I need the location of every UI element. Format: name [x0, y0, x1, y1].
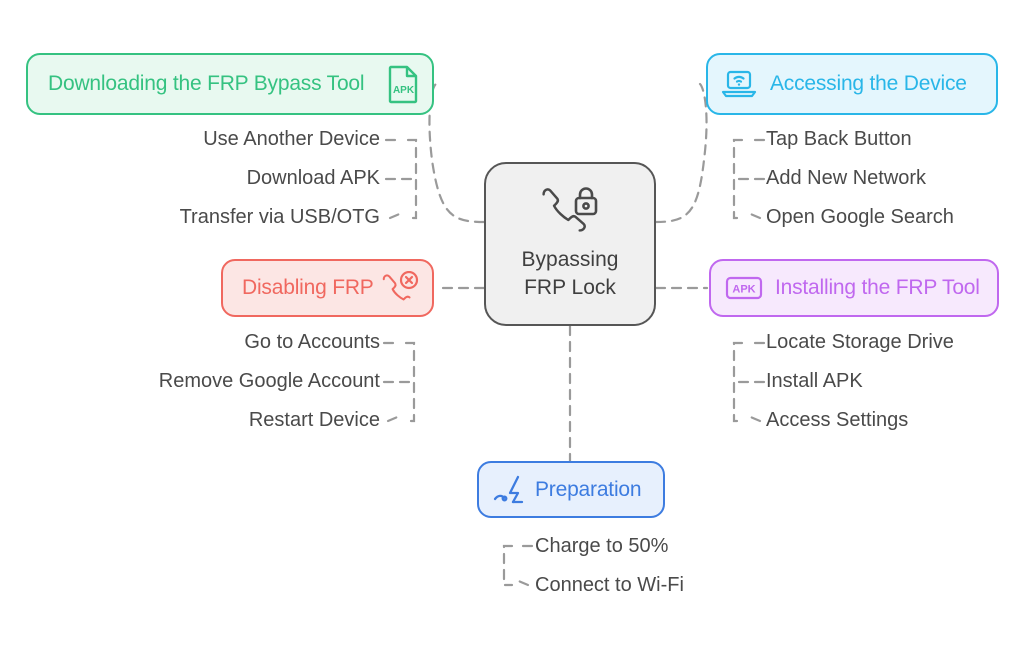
charging-plug-icon	[492, 473, 526, 507]
leaf-item: Access Settings	[766, 409, 909, 431]
tick-disabling-3	[386, 413, 404, 423]
branch-node-accessing[interactable]: Accessing the Device	[706, 53, 998, 115]
leaf-item: Locate Storage Drive	[766, 331, 954, 353]
leaf-item: Connect to Wi-Fi	[535, 574, 684, 596]
branch-label-preparation: Preparation	[535, 477, 642, 501]
tick-accessing-3	[744, 210, 762, 220]
branch-node-disabling[interactable]: Disabling FRP	[221, 259, 434, 317]
phone-lock-icon	[538, 186, 602, 237]
bracket-disabling	[404, 341, 416, 423]
center-node[interactable]: Bypassing FRP Lock	[484, 162, 656, 326]
branch-label-installing: Installing the FRP Tool	[775, 276, 980, 299]
leaf-group-installing: Locate Storage Drive Install APK Access …	[766, 323, 1024, 440]
svg-text:APK: APK	[393, 85, 415, 96]
laptop-wifi-icon	[721, 68, 757, 100]
leaf-item: Go to Accounts	[244, 331, 380, 353]
bracket-preparation	[502, 544, 514, 587]
bracket-accessing	[732, 138, 744, 220]
branch-node-installing[interactable]: APK Installing the FRP Tool	[709, 259, 999, 317]
bracket-installing	[732, 341, 744, 423]
center-node-title-line1: Bypassing	[521, 247, 619, 271]
branch-label-accessing: Accessing the Device	[770, 72, 967, 95]
leaf-item: Tap Back Button	[766, 128, 912, 150]
leaf-item: Transfer via USB/OTG	[179, 206, 380, 228]
branch-node-downloading[interactable]: Downloading the FRP Bypass Tool APK	[26, 53, 434, 115]
center-node-title-line2: FRP Lock	[524, 276, 616, 299]
leaf-group-accessing: Tap Back Button Add New Network Open Goo…	[766, 120, 1024, 237]
svg-text:APK: APK	[732, 284, 755, 296]
link-center-accessing	[654, 82, 708, 224]
branch-label-downloading: Downloading the FRP Bypass Tool	[48, 72, 365, 95]
branch-label-disabling: Disabling FRP	[242, 276, 374, 299]
leaf-item: Remove Google Account	[158, 370, 380, 392]
leaf-item: Charge to 50%	[535, 535, 669, 557]
tick-preparation-2	[512, 577, 530, 587]
link-center-downloading	[428, 82, 486, 224]
leaf-item: Restart Device	[248, 409, 380, 431]
tick-installing-3	[744, 413, 762, 423]
leaf-group-preparation: Charge to 50% Connect to Wi-Fi	[535, 527, 835, 605]
phone-cancel-icon	[381, 271, 419, 305]
tick-downloading-3	[388, 210, 406, 220]
leaf-item: Download APK	[246, 167, 380, 189]
leaf-item: Install APK	[766, 370, 863, 392]
leaf-item: Add New Network	[766, 167, 927, 189]
bracket-downloading	[406, 138, 418, 220]
leaf-group-downloading: Use Another Device Download APK Transfer…	[60, 120, 380, 237]
leaf-item: Use Another Device	[203, 128, 380, 150]
apk-file-icon: APK	[387, 64, 420, 104]
branch-node-preparation[interactable]: Preparation	[477, 461, 665, 518]
leaf-group-disabling: Go to Accounts Remove Google Account Res…	[60, 323, 380, 440]
apk-badge-icon: APK	[725, 275, 763, 301]
leaf-item: Open Google Search	[766, 206, 954, 228]
